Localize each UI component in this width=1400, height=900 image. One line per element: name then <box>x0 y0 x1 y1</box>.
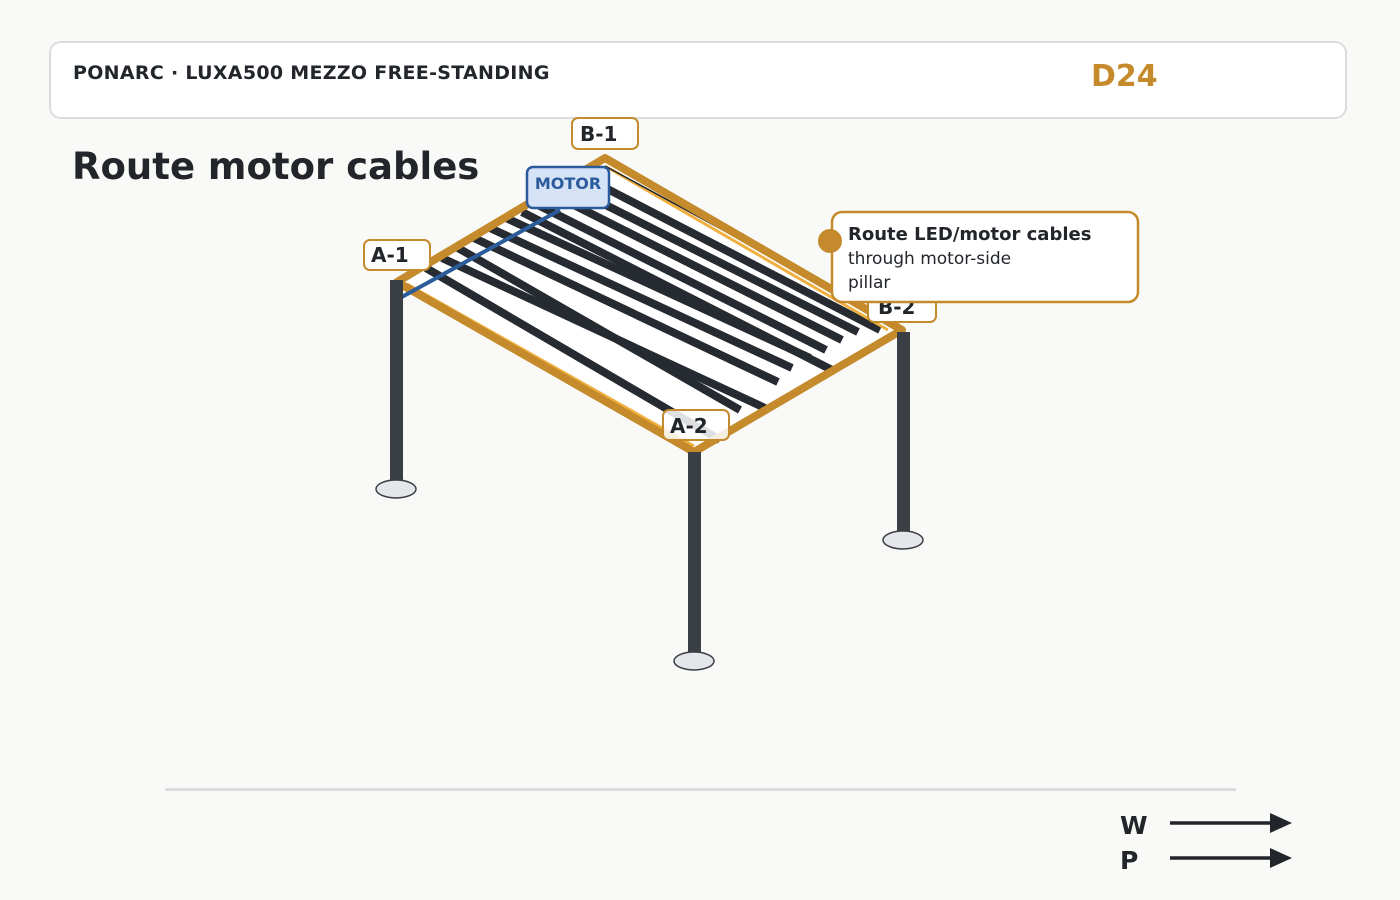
arrow-right-icon <box>1170 813 1292 833</box>
corner-label-a2: A-2 <box>662 409 730 441</box>
svg-text:B-1: B-1 <box>580 122 617 146</box>
svg-text:A-2: A-2 <box>670 414 708 438</box>
motor-box: MOTOR <box>525 165 611 210</box>
brand-title: PONARC · LUXA500 MEZZO FREE-STANDING <box>73 62 550 84</box>
corner-label-a1: A-1 <box>363 239 431 271</box>
header-panel: PONARC · LUXA500 MEZZO FREE-STANDING D24 <box>49 41 1347 119</box>
motor-cable <box>399 208 561 300</box>
footer-divider <box>165 788 1236 791</box>
legend-w-label: W <box>1120 811 1148 840</box>
legend-p-label: P <box>1120 846 1139 875</box>
svg-text:A-1: A-1 <box>371 243 409 267</box>
callout-route-cables: Route LED/motor cables through motor-sid… <box>818 210 1140 304</box>
post-b2 <box>882 332 924 550</box>
louvers <box>423 176 882 444</box>
post-a1 <box>375 280 417 499</box>
svg-text:MOTOR: MOTOR <box>535 174 601 193</box>
diagram-code: D24 <box>1091 59 1158 94</box>
post-a2 <box>673 452 715 671</box>
arrow-right-icon <box>1170 848 1292 868</box>
svg-text:through motor-side: through motor-side <box>848 249 1011 269</box>
svg-text:Route LED/motor cables: Route LED/motor cables <box>848 224 1091 245</box>
callout-marker-icon <box>818 229 842 253</box>
page-title: Route motor cables <box>72 145 480 188</box>
corner-label-b1: B-1 <box>571 117 639 150</box>
svg-text:pillar: pillar <box>848 273 890 293</box>
